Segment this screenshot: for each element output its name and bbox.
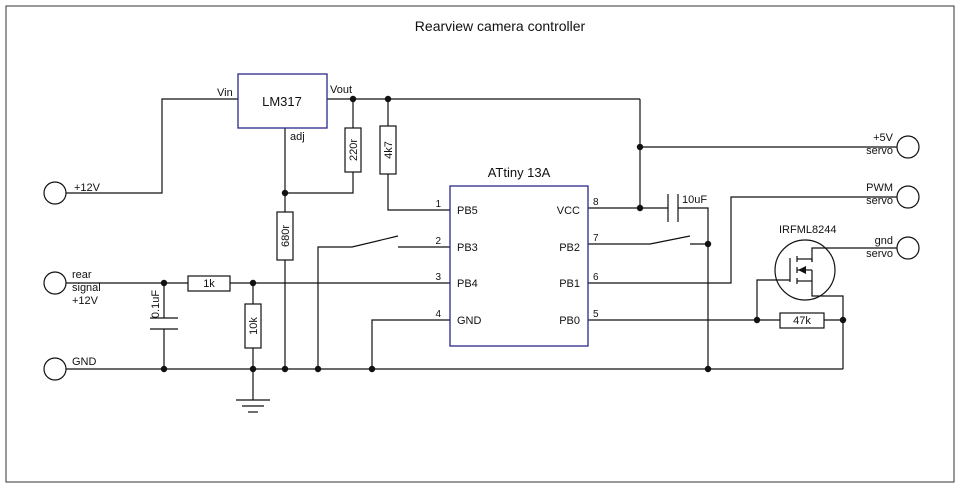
drawing-frame	[5, 5, 955, 483]
resistor-10k-label: 10k	[248, 317, 260, 335]
svg-text:gnd: gnd	[875, 235, 893, 247]
attiny-label: ATtiny 13A	[488, 165, 551, 180]
pin-8-number: 8	[593, 197, 599, 208]
pin-4-number: 4	[435, 309, 441, 320]
capacitor-0-1uf: 0.1uF	[150, 290, 178, 330]
lm317-vout-label: Vout	[330, 84, 352, 96]
capacitor-0-1uf-label: 0.1uF	[150, 290, 162, 318]
svg-text:+12V: +12V	[74, 182, 101, 194]
pin-3-number: 3	[435, 272, 441, 283]
pin-5-number: 5	[593, 309, 599, 320]
capacitor-10uf-label: 10uF	[682, 194, 707, 206]
pin-1-number: 1	[435, 199, 441, 210]
resistor-10k: 10k	[244, 303, 262, 349]
terminal-rear-signal: rear signal +12V	[43, 269, 101, 307]
lm317-label: LM317	[262, 94, 302, 109]
mosfet-label: IRFML8244	[779, 224, 836, 236]
capacitor-10uf: 10uF	[667, 194, 707, 222]
lm317-vin-label: Vin	[217, 87, 233, 99]
resistor-4k7: 4k7	[379, 125, 397, 175]
resistor-1k-label: 1k	[203, 278, 215, 290]
terminal-12v: +12V	[43, 181, 101, 205]
svg-text:rear: rear	[72, 269, 92, 281]
svg-text:PWM: PWM	[866, 182, 893, 194]
resistor-680r: 680r	[276, 211, 294, 261]
pin-pb0-label: PB0	[559, 315, 580, 327]
svg-text:+12V: +12V	[72, 295, 99, 307]
lm317-adj-label: adj	[290, 131, 305, 143]
resistor-220r: 220r	[344, 127, 362, 173]
schematic-title: Rearview camera controller	[415, 18, 586, 34]
resistor-220r-label: 220r	[348, 139, 360, 161]
pin-7-number: 7	[593, 233, 599, 244]
svg-text:servo: servo	[866, 145, 893, 157]
pin-pb3-label: PB3	[457, 242, 478, 254]
pin-vcc-label: VCC	[557, 205, 580, 217]
pin-pb2-label: PB2	[559, 242, 580, 254]
resistor-47k: 47k	[779, 312, 825, 329]
pin-2-number: 2	[435, 236, 441, 247]
terminal-pwm-servo: PWM servo	[866, 182, 920, 209]
pin-pb4-label: PB4	[457, 278, 478, 290]
svg-text:GND: GND	[72, 356, 97, 368]
svg-text:servo: servo	[866, 195, 893, 207]
terminal-gnd-servo: gnd servo	[866, 235, 920, 260]
pin-pb5-label: PB5	[457, 205, 478, 217]
svg-text:signal: signal	[72, 282, 101, 294]
pin-6-number: 6	[593, 272, 599, 283]
mosfet-irfml8244: IRFML8244	[774, 224, 836, 301]
terminal-gnd: GND	[43, 356, 97, 381]
pin-pb1-label: PB1	[559, 278, 580, 290]
attiny13a-chip	[449, 185, 589, 347]
pin-gnd-label: GND	[457, 315, 482, 327]
lm317-regulator	[237, 73, 328, 129]
junction-dots	[160, 95, 847, 373]
resistor-680r-label: 680r	[280, 225, 292, 247]
svg-text:+5V: +5V	[873, 132, 894, 144]
terminal-5v-servo: +5V servo	[866, 132, 920, 159]
wires	[66, 98, 897, 413]
svg-text:servo: servo	[866, 248, 893, 260]
resistor-4k7-label: 4k7	[383, 141, 395, 159]
resistor-47k-label: 47k	[793, 315, 811, 327]
resistor-1k: 1k	[187, 275, 231, 292]
